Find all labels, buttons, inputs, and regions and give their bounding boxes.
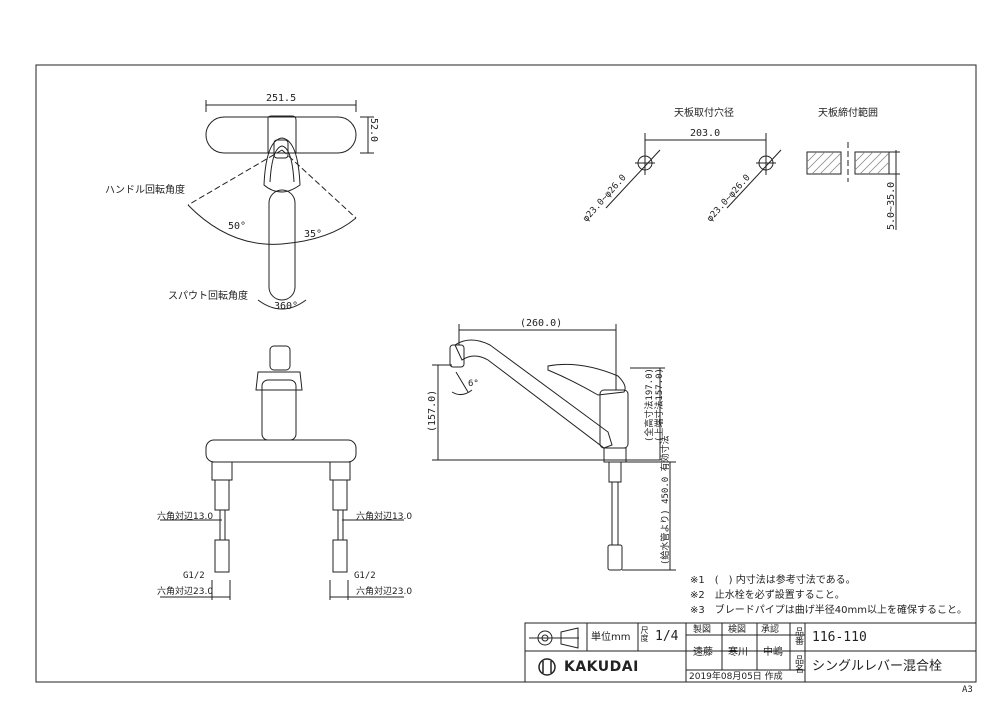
note-2: ※2 止水栓を必ず設置すること。	[690, 590, 845, 601]
hex-left-label: 六角対辺13.0	[157, 512, 214, 522]
thread-right-label: G1/2	[354, 571, 376, 581]
top-height-dim: 52.0	[368, 118, 379, 143]
spout-angle: 360°	[274, 301, 299, 312]
unit-label: 単位mm	[591, 632, 631, 643]
thread-left-label: G1/2	[183, 571, 205, 581]
check-name: 寒川	[728, 647, 748, 658]
product-name-label: 品名	[793, 655, 803, 673]
note-1: ※1 ( ) 内寸法は参考寸法である。	[690, 575, 856, 586]
product-number-label: 品番	[793, 627, 803, 645]
clamp-range-dim: 5.0~35.0	[886, 181, 897, 230]
side-reach-dim: (260.0)	[520, 318, 563, 329]
spout-rotation-label: スパウト回転角度	[168, 291, 248, 302]
sheet-size: A3	[962, 685, 973, 695]
scale-value: 1/4	[655, 629, 679, 644]
handle-angle-left: 50°	[228, 221, 247, 232]
side-total-height: (全高寸法197.0)	[645, 368, 655, 442]
product-number: 116-110	[812, 630, 867, 645]
note-3: ※3 ブレードパイプは曲げ半径40mm以上を確保すること。	[690, 605, 967, 616]
clamp-range-linework	[806, 142, 900, 230]
hex-right-label: 六角対辺13.0	[356, 512, 413, 522]
handle-angle-right: 35°	[304, 229, 323, 240]
draft-name: 遠藤	[693, 647, 713, 658]
hex2-left-label: 六角対辺23.0	[157, 587, 214, 597]
side-hose-length: (給水管より) 450.0 有効寸法	[661, 435, 671, 565]
mount-hole-linework	[605, 133, 782, 209]
top-view-outline	[187, 100, 374, 310]
drawing-border	[35, 64, 977, 683]
projection-symbol	[537, 627, 579, 649]
check-label: 検図	[728, 625, 747, 635]
hex2-right-label: 六角対辺23.0	[356, 587, 413, 597]
brand-name: KAKUDAI	[564, 659, 639, 675]
approve-label: 承認	[761, 625, 780, 635]
draft-label: 製図	[693, 625, 712, 635]
top-width-dim: 251.5	[266, 93, 297, 104]
approve-name: 中嶋	[763, 647, 783, 658]
scale-label: 尺度	[640, 626, 649, 642]
side-tilt-angle: 6°	[468, 379, 479, 389]
title-block-lines	[524, 622, 977, 683]
handle-rotation-label: ハンドル回転角度	[105, 185, 185, 196]
front-view-linework	[160, 345, 404, 600]
side-counter-height: (上端寸法157.0)	[655, 368, 665, 442]
side-height-dim: (157.0)	[427, 389, 438, 432]
side-view-linework	[432, 324, 676, 571]
mount-hole-title: 天板取付穴径	[674, 108, 734, 119]
brand-logo	[538, 658, 556, 676]
product-name: シングルレバー混合栓	[812, 659, 943, 674]
creation-date: 2019年08月05日 作成	[689, 672, 783, 682]
clamp-range-title: 天板締付範囲	[818, 108, 878, 119]
mount-hole-span: 203.0	[690, 128, 721, 139]
